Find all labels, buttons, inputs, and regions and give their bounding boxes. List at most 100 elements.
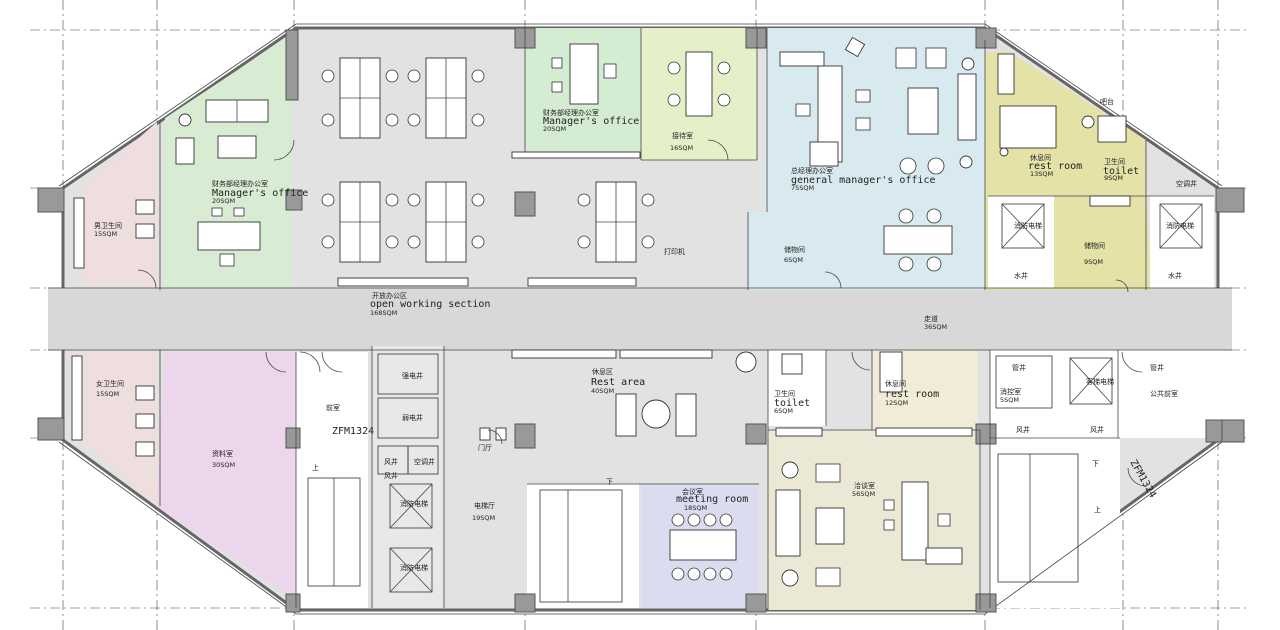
- gm-rest-area: 13SQM: [1030, 170, 1053, 178]
- toilet-fixtures: [71, 197, 155, 457]
- gm-rest-en: rest room: [1028, 161, 1082, 172]
- gm-office-area: 75SQM: [791, 184, 814, 192]
- door-swings: [137, 139, 1147, 487]
- air-shaft-right-label: 空调井: [1176, 179, 1197, 188]
- front-room-label: 前室: [326, 403, 340, 412]
- gm-office-furniture: [779, 36, 977, 272]
- wind-label-3: 风井: [1016, 425, 1030, 434]
- meeting-room-en: meeting room: [676, 494, 748, 505]
- corridor-fill: [48, 288, 1232, 350]
- wind-label-2: 风井: [384, 471, 398, 480]
- public-area-label: 公共前室: [1150, 389, 1178, 398]
- corridor-zh: 走道: [924, 314, 938, 323]
- water-well-label-2: 水井: [1168, 271, 1182, 280]
- open-office-desks: [321, 57, 655, 263]
- room-labels: 男卫生间 15SQM 财务部经理办公室 Manager's office 20S…: [94, 108, 1139, 522]
- rest-area-zh: 休息区: [592, 367, 613, 376]
- elec-room-zh: 电梯厅: [474, 501, 495, 510]
- elev-right-fill: [990, 350, 1118, 438]
- stair-left-fill: [296, 352, 368, 608]
- fire-room-zh: 消控室: [1000, 387, 1021, 396]
- door-hall-label: 门厅: [478, 443, 492, 452]
- gm-office-en: general manager's office: [791, 175, 936, 186]
- open-working-zh: 开放办公区: [372, 291, 407, 300]
- elevators: [377, 203, 1203, 593]
- rest-area-area: 40SQM: [591, 387, 614, 395]
- finance-manager-left-area: 20SQM: [212, 197, 235, 205]
- shaft-room-area: 9SQM: [1084, 258, 1103, 266]
- wind-label-4: 风井: [1090, 425, 1104, 434]
- fire-elevator-label-1: 消防电梯: [400, 499, 428, 508]
- finance-manager-top-en: Manager's office: [543, 116, 639, 127]
- lavender-archive-fill: [156, 352, 296, 600]
- rest-room-small-area: 12SQM: [885, 399, 908, 407]
- stair-right-fill: [990, 438, 1120, 608]
- bar-label: 吧台: [1100, 97, 1114, 106]
- fire-elevator-label-4: 消防电梯: [1166, 221, 1194, 230]
- archive-zh: 资料室: [212, 449, 233, 458]
- elev-upper-right-fill: [988, 196, 1054, 288]
- open-working-en: open working section: [370, 299, 490, 310]
- reception-hall-furniture: [775, 351, 963, 587]
- stairs: [307, 453, 1079, 603]
- rest-area-en: Rest area: [591, 377, 645, 388]
- meeting-room-area: 18SQM: [684, 504, 707, 512]
- womens-toilet-zh: 女卫生间: [96, 379, 124, 388]
- gm-toilet-en: toilet: [1103, 166, 1139, 177]
- mens-toilet-zh: 男卫生间: [94, 221, 122, 230]
- reception-hall-area: 56SQM: [852, 490, 875, 498]
- mgmt-label: 管井: [1012, 363, 1026, 372]
- womens-toilet-area: 15SQM: [96, 390, 119, 398]
- mgmt-label-2: 管井: [1150, 363, 1164, 372]
- elev-upper-right2-fill: [1150, 196, 1214, 288]
- up-label-left: 上: [312, 463, 319, 472]
- fire-elevator-label-3: 消防电梯: [1014, 221, 1042, 230]
- corridor-area: 36SQM: [924, 323, 947, 331]
- toilet-small-en: toilet: [774, 398, 810, 409]
- storage-area: 6SQM: [784, 256, 803, 264]
- air-shaft-label: 空调井: [414, 457, 435, 466]
- water-well-label-1: 水井: [1014, 271, 1028, 280]
- gm-toilet-zh: 卫生间: [1104, 157, 1125, 166]
- pink-toilet-fill: [82, 122, 157, 286]
- stair-mid-fill: [527, 484, 639, 608]
- rest-area-furniture: [479, 351, 757, 441]
- finance-manager-top-zh: 财务部经理办公室: [543, 108, 599, 117]
- passenger-elevator-label: 客梯电梯: [1086, 377, 1114, 386]
- shaft-room-zh: 储物间: [1084, 241, 1105, 250]
- wind-label: 风井: [384, 457, 398, 466]
- meeting-room-furniture: [669, 513, 737, 581]
- door-tag-left: ZFM1324: [332, 426, 374, 437]
- toilet-small-zh: 卫生间: [774, 389, 795, 398]
- strong-current-label: 强电井: [402, 371, 423, 380]
- reception-hall-zh: 洽谈室: [854, 481, 875, 490]
- top-office-furniture: [551, 43, 731, 117]
- rest-room-small-zh: 休息间: [885, 379, 906, 388]
- elec-room-area: 19SQM: [472, 514, 495, 522]
- walls: [37, 23, 1245, 615]
- rest-room-small-en: rest room: [885, 389, 939, 400]
- cabinets: [337, 151, 973, 437]
- small-labels: 前室 强电井 弱电井 空调井 风井 消防电梯 消防电梯 消防电梯 消防电梯 客梯…: [312, 97, 1197, 572]
- gm-office-zh: 总经理办公室: [791, 166, 833, 175]
- gm-toilet-area: 9SQM: [1104, 174, 1123, 182]
- finance-manager-top-area: 20SQM: [543, 125, 566, 133]
- toilet-small-area: 6SQM: [774, 407, 793, 415]
- weak-current-label: 弱电井: [402, 413, 423, 422]
- pink-toilet2-fill: [70, 352, 157, 506]
- left-office-furniture: [175, 99, 269, 267]
- reception-small-zh: 接待室: [672, 131, 693, 140]
- mens-toilet-area: 15SQM: [94, 230, 117, 238]
- up-label-right: 上: [1094, 505, 1101, 514]
- gm-rest-furniture: [997, 53, 1131, 207]
- archive-area: 30SQM: [212, 461, 235, 469]
- printer-label: 打印机: [664, 247, 685, 256]
- down-label-mid: 下: [606, 478, 613, 486]
- storage-zh: 储物间: [784, 245, 805, 254]
- open-working-area: 168SQM: [370, 309, 397, 317]
- fire-elevator-label-2: 消防电梯: [400, 563, 428, 572]
- finance-manager-left-zh: 财务部经理办公室: [212, 179, 268, 188]
- down-label-right: 下: [1092, 460, 1099, 468]
- gm-rest-zh: 休息间: [1030, 153, 1051, 162]
